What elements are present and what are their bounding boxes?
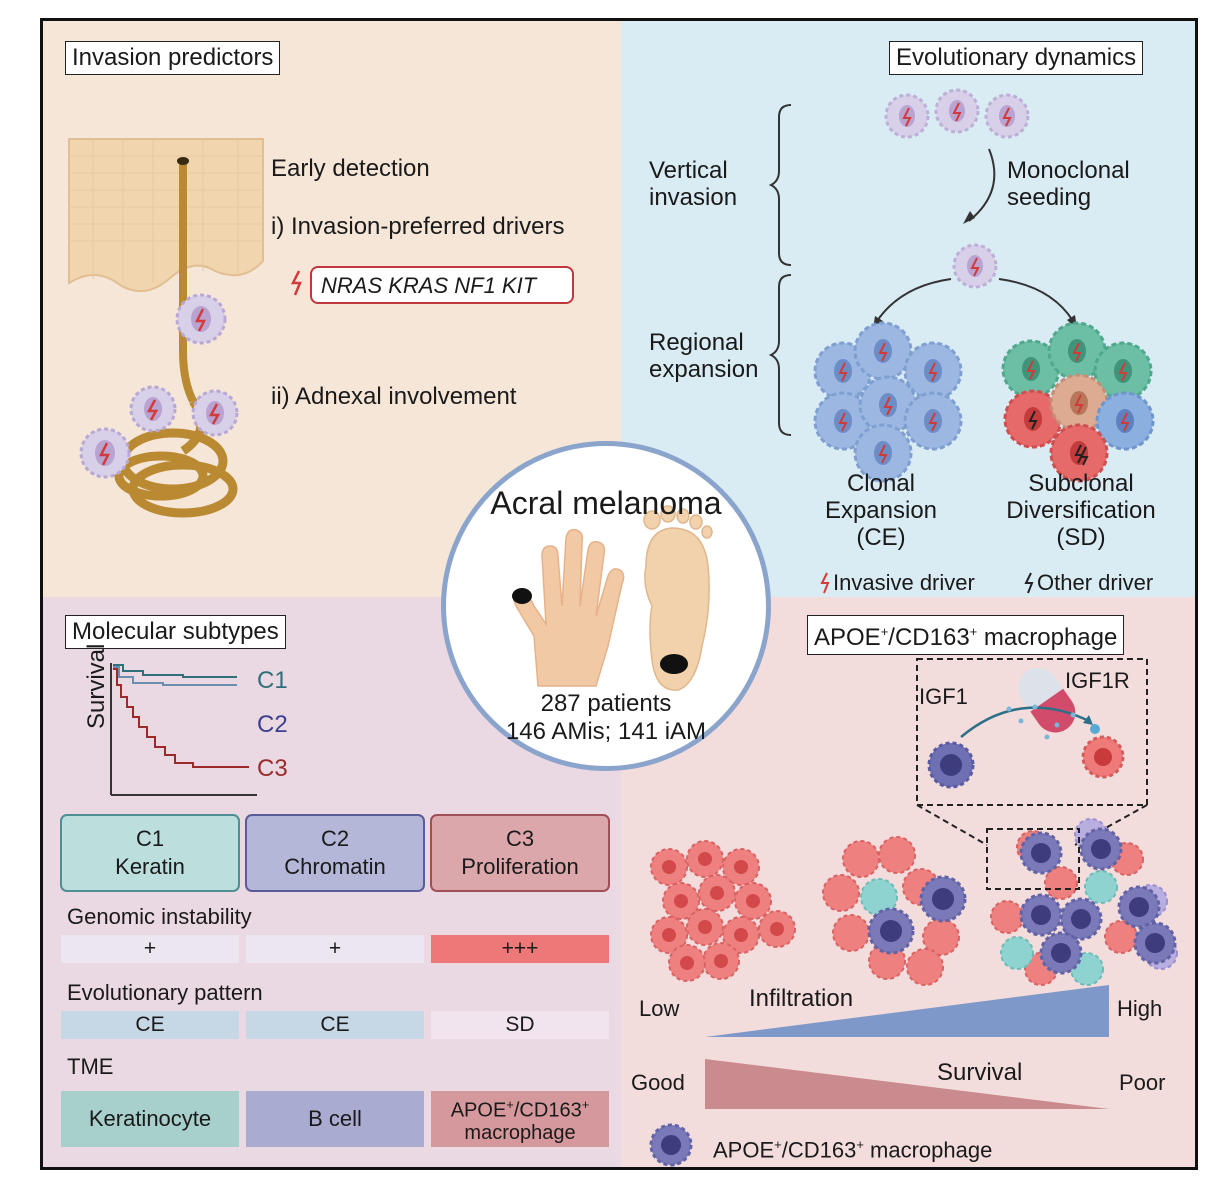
patients-count: 287 patients [540,690,672,717]
subtype-desc: Keratin [115,854,185,879]
tumor-cluster-mid [822,836,967,986]
vertical-label: Vertical [649,157,728,184]
genomic-title: Genomic instability [67,904,252,929]
panel-molecular-subtypes: Molecular subtypes Survival C1 C2 C3 C1 … [43,597,621,1167]
tme-c3: APOE+/CD163+ macrophage [431,1091,609,1147]
skin-illustration [68,138,574,518]
macrophage-illustration [649,658,1178,1167]
igf1-label: IGF1 [919,684,968,709]
subtype-name: C1 [135,826,165,851]
genomic-c1: + [61,935,239,963]
subtype-c2: C2 Chromatin [246,815,424,891]
survival-curve-c1 [113,664,237,678]
evo-title: Evolutionary pattern [67,980,263,1005]
panel-evolutionary-dynamics: Evolutionary dynamics [621,21,1195,597]
survival-axis-label: Survival [83,643,110,729]
driver-genes: NRAS KRAS NF1 KIT [321,273,537,298]
panel-title: APOE+/CD163+ macrophage [807,615,1125,655]
high-label: High [1117,996,1163,1021]
genomic-c2: + [246,935,424,963]
thumb-lesion-icon [512,588,532,604]
subclonal-diversification-cluster [1001,321,1155,483]
evo-c3: SD [431,1011,609,1039]
driver-item: i) Invasion-preferred drivers [271,213,565,240]
other-driver-icon [1024,572,1034,594]
survival-plot [60,663,610,892]
curve-label-c2: C2 [257,711,288,738]
sup-plus: + [581,1097,590,1113]
subtype-c3: C3 Proliferation [431,815,609,891]
invasive-driver-icon [290,270,302,296]
legend-macrophage-label: APOE+/CD163+ macrophage [713,1137,993,1163]
legend-other-driver: Other driver [1037,570,1154,595]
monoclonal-label: Monoclonal [1007,157,1130,184]
legend-invasive-driver: Invasive driver [833,570,975,595]
survival-curve-c2 [113,666,237,686]
sd-label-2: Diversification [1006,497,1156,524]
igf1r-label: IGF1R [1065,668,1130,693]
sd-label-3: (SD) [1056,524,1106,551]
melanoma-cell-icon [175,293,227,345]
ce-label-1: Clonal [846,470,916,497]
subtype-name: C2 [320,826,350,851]
poor-label: Poor [1119,1070,1166,1095]
evolution-diagram [768,88,1155,594]
figure-frame: Invasion predictors [40,18,1198,1170]
clonal-expansion-cluster [813,321,963,483]
survival-gradient [705,1059,1109,1109]
heel-lesion-icon [660,654,688,674]
invasion-label: invasion [649,184,738,211]
invasive-driver-icon [820,572,830,594]
subtype-desc: Proliferation [461,854,579,879]
genomic-c3: +++ [431,935,609,963]
expansion-label: expansion [649,356,759,383]
infiltration-gradient [705,985,1109,1037]
panel-macrophage: APOE+/CD163+ macrophage [621,597,1195,1167]
curve-label-c3: C3 [257,755,288,782]
subtype-c1: C1 Keratin [61,815,239,891]
center-summary: Acral melanoma 287 patients 146 AMis; 14… [441,441,771,771]
survival-curve-c3 [113,668,249,768]
subtype-desc: Chromatin [284,854,386,879]
evo-c1: CE [61,1011,239,1039]
panel-title: Evolutionary dynamics [889,41,1144,75]
tme-cd163: /CD163 [513,1099,582,1122]
hand-foot-illustration [512,505,713,691]
tumor-cluster-high [986,818,1178,986]
tme-title: TME [67,1054,114,1079]
evo-c2: CE [246,1011,424,1039]
tumor-cluster-low [650,840,796,982]
subtype-name: C3 [505,826,535,851]
early-detection-label: Early detection [271,155,430,182]
sup-plus: + [506,1097,514,1113]
regional-label: Regional [649,329,744,356]
low-label: Low [639,996,680,1021]
infiltration-label: Infiltration [749,985,854,1012]
panel-title: Molecular subtypes [65,615,286,649]
panel-title: Invasion predictors [65,41,281,75]
tme-c1: Keratinocyte [61,1091,239,1147]
tme-c2: B cell [246,1091,424,1147]
survival-label: Survival [937,1059,1023,1086]
panel-invasion-predictors: Invasion predictors [43,21,621,597]
adnexal-item: ii) Adnexal involvement [271,383,517,410]
macrophage-icon [649,1123,693,1167]
sd-label-1: Subclonal [1028,470,1134,497]
tme-macrophage: macrophage [464,1121,576,1144]
ce-label-3: (CE) [856,524,906,551]
tme-apoe: APOE [450,1099,507,1122]
curve-label-c1: C1 [257,667,288,694]
seeding-label: seeding [1007,184,1092,211]
good-label: Good [631,1070,685,1095]
cohort-breakdown: 146 AMis; 141 iAM [505,718,707,745]
ce-label-2: Expansion [824,497,938,524]
center-title: Acral melanoma [490,485,722,521]
